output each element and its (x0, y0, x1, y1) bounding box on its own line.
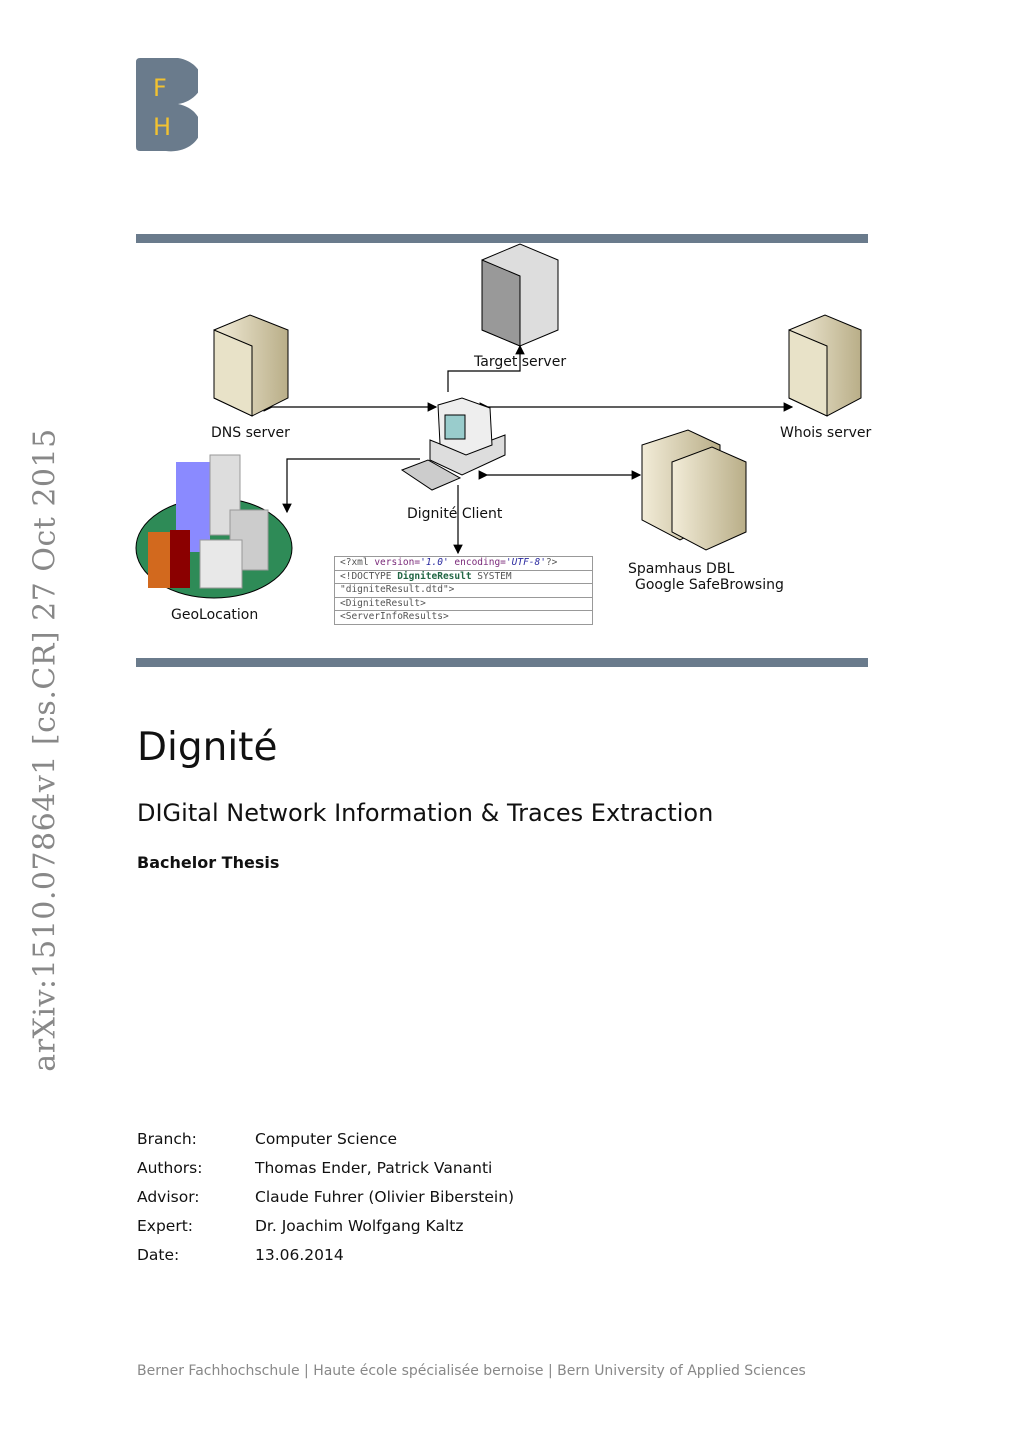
xml-result-snippet: <?xml version='1.0' encoding='UTF-8'?> <… (334, 556, 593, 625)
thesis-subtitle: DIGital Network Information & Traces Ext… (137, 799, 714, 827)
spamhaus-server-icon (641, 429, 747, 551)
target-server-icon (481, 243, 559, 347)
info-row-advisor: Advisor:Claude Fuhrer (Olivier Biberstei… (137, 1188, 515, 1206)
thesis-type: Bachelor Thesis (137, 853, 280, 872)
architecture-diagram (135, 243, 862, 599)
xml-line: <DigniteResult> (335, 598, 592, 612)
spamhaus-label: Spamhaus DBL (628, 561, 735, 577)
info-row-branch: Branch:Computer Science (137, 1130, 398, 1148)
institution-footer: Berner Fachhochschule | Haute école spéc… (137, 1363, 806, 1379)
xml-line: "digniteResult.dtd"> (335, 584, 592, 598)
dns-server-label: DNS server (211, 425, 290, 441)
bfh-logo: F H (136, 58, 198, 152)
target-server-label: Target server (474, 354, 567, 370)
thesis-title: Dignité (137, 725, 278, 770)
logo-letter-f: F (153, 74, 167, 102)
google-safebrowsing-label: Google SafeBrowsing (635, 577, 784, 593)
info-row-authors: Authors:Thomas Ender, Patrick Vananti (137, 1159, 493, 1177)
whois-server-label: Whois server (780, 425, 872, 441)
xml-line: <!DOCTYPE DigniteResult SYSTEM (335, 571, 592, 585)
client-label: Dignité Client (407, 506, 503, 522)
client-computer-icon (400, 397, 506, 491)
dns-server-icon (213, 314, 289, 417)
geolocation-city-icon (135, 454, 293, 599)
info-row-date: Date:13.06.2014 (137, 1246, 344, 1264)
xml-line: <?xml version='1.0' encoding='UTF-8'?> (335, 557, 592, 571)
bottom-divider (136, 658, 868, 667)
geolocation-label: GeoLocation (171, 607, 259, 623)
logo-letter-h: H (153, 113, 171, 141)
top-divider (136, 234, 868, 243)
whois-server-icon (788, 314, 862, 417)
info-row-expert: Expert:Dr. Joachim Wolfgang Kaltz (137, 1217, 464, 1235)
xml-line: <ServerInfoResults> (340, 611, 449, 623)
